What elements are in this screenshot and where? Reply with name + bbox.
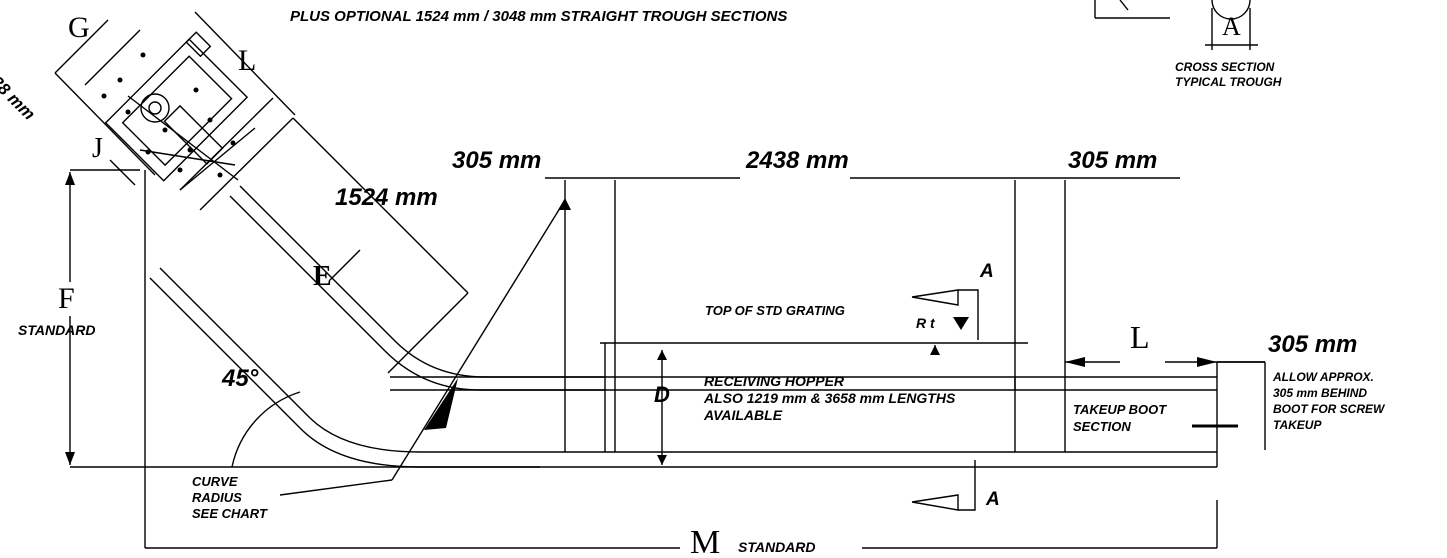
dim-d: D (654, 382, 670, 407)
dim-f: F (58, 282, 75, 315)
m-dimension-line (70, 170, 1218, 549)
angle-arc (231, 391, 301, 468)
cross-section-letter: A (1222, 12, 1241, 41)
drive-bolts (101, 52, 236, 178)
l-takeup-dimension (1065, 361, 1266, 450)
inclined-trough (149, 97, 605, 468)
grating-label: TOP OF STD GRATING (705, 303, 845, 318)
section-a-top: A (980, 261, 994, 282)
curve-radius-label: CURVE RADIUS SEE CHART (192, 474, 267, 521)
cross-section-icon (1094, 0, 1258, 50)
dim-305-left: 305 mm (452, 147, 542, 174)
dim-g: G (68, 11, 90, 44)
curve-radius-leader (279, 199, 566, 496)
allow-note: ALLOW APPROX. 305 mm BEHIND BOOT FOR SCR… (1273, 370, 1385, 432)
dim-e: E (313, 261, 332, 292)
incline-dimension-lines (54, 11, 361, 281)
section-a-markers (911, 289, 979, 511)
dim-j: J (92, 133, 103, 164)
dim-305-behind: 305 mm (1268, 331, 1358, 358)
header-note: PLUS OPTIONAL 1524 mm / 3048 mm STRAIGHT… (290, 8, 788, 25)
hopper-label: RECEIVING HOPPER ALSO 1219 mm & 3658 mm … (704, 373, 956, 423)
section-a-bottom: A (986, 489, 1000, 510)
f-dimension-line (69, 169, 140, 465)
dim-l-incline: L (238, 44, 257, 77)
dim-305-right: 305 mm (1068, 147, 1158, 174)
dim-2438: 2438 mm (746, 147, 849, 174)
dim-l-takeup: L (1130, 319, 1150, 355)
takeup-label: TAKEUP BOOT SECTION (1073, 402, 1167, 434)
rt-label: R t (916, 315, 935, 331)
drive-head (104, 31, 249, 182)
angle-45: 45° (222, 365, 259, 392)
cross-section-caption: CROSS SECTION TYPICAL TROUGH (1175, 60, 1282, 89)
dim-f-standard: STANDARD (18, 322, 96, 338)
arrowheads (65, 172, 1217, 465)
dim-m: M (690, 524, 721, 558)
receiving-hopper (564, 180, 1066, 452)
dim-m-standard: STANDARD (738, 539, 816, 555)
dim-1524mm: 1524 mm (335, 184, 438, 211)
